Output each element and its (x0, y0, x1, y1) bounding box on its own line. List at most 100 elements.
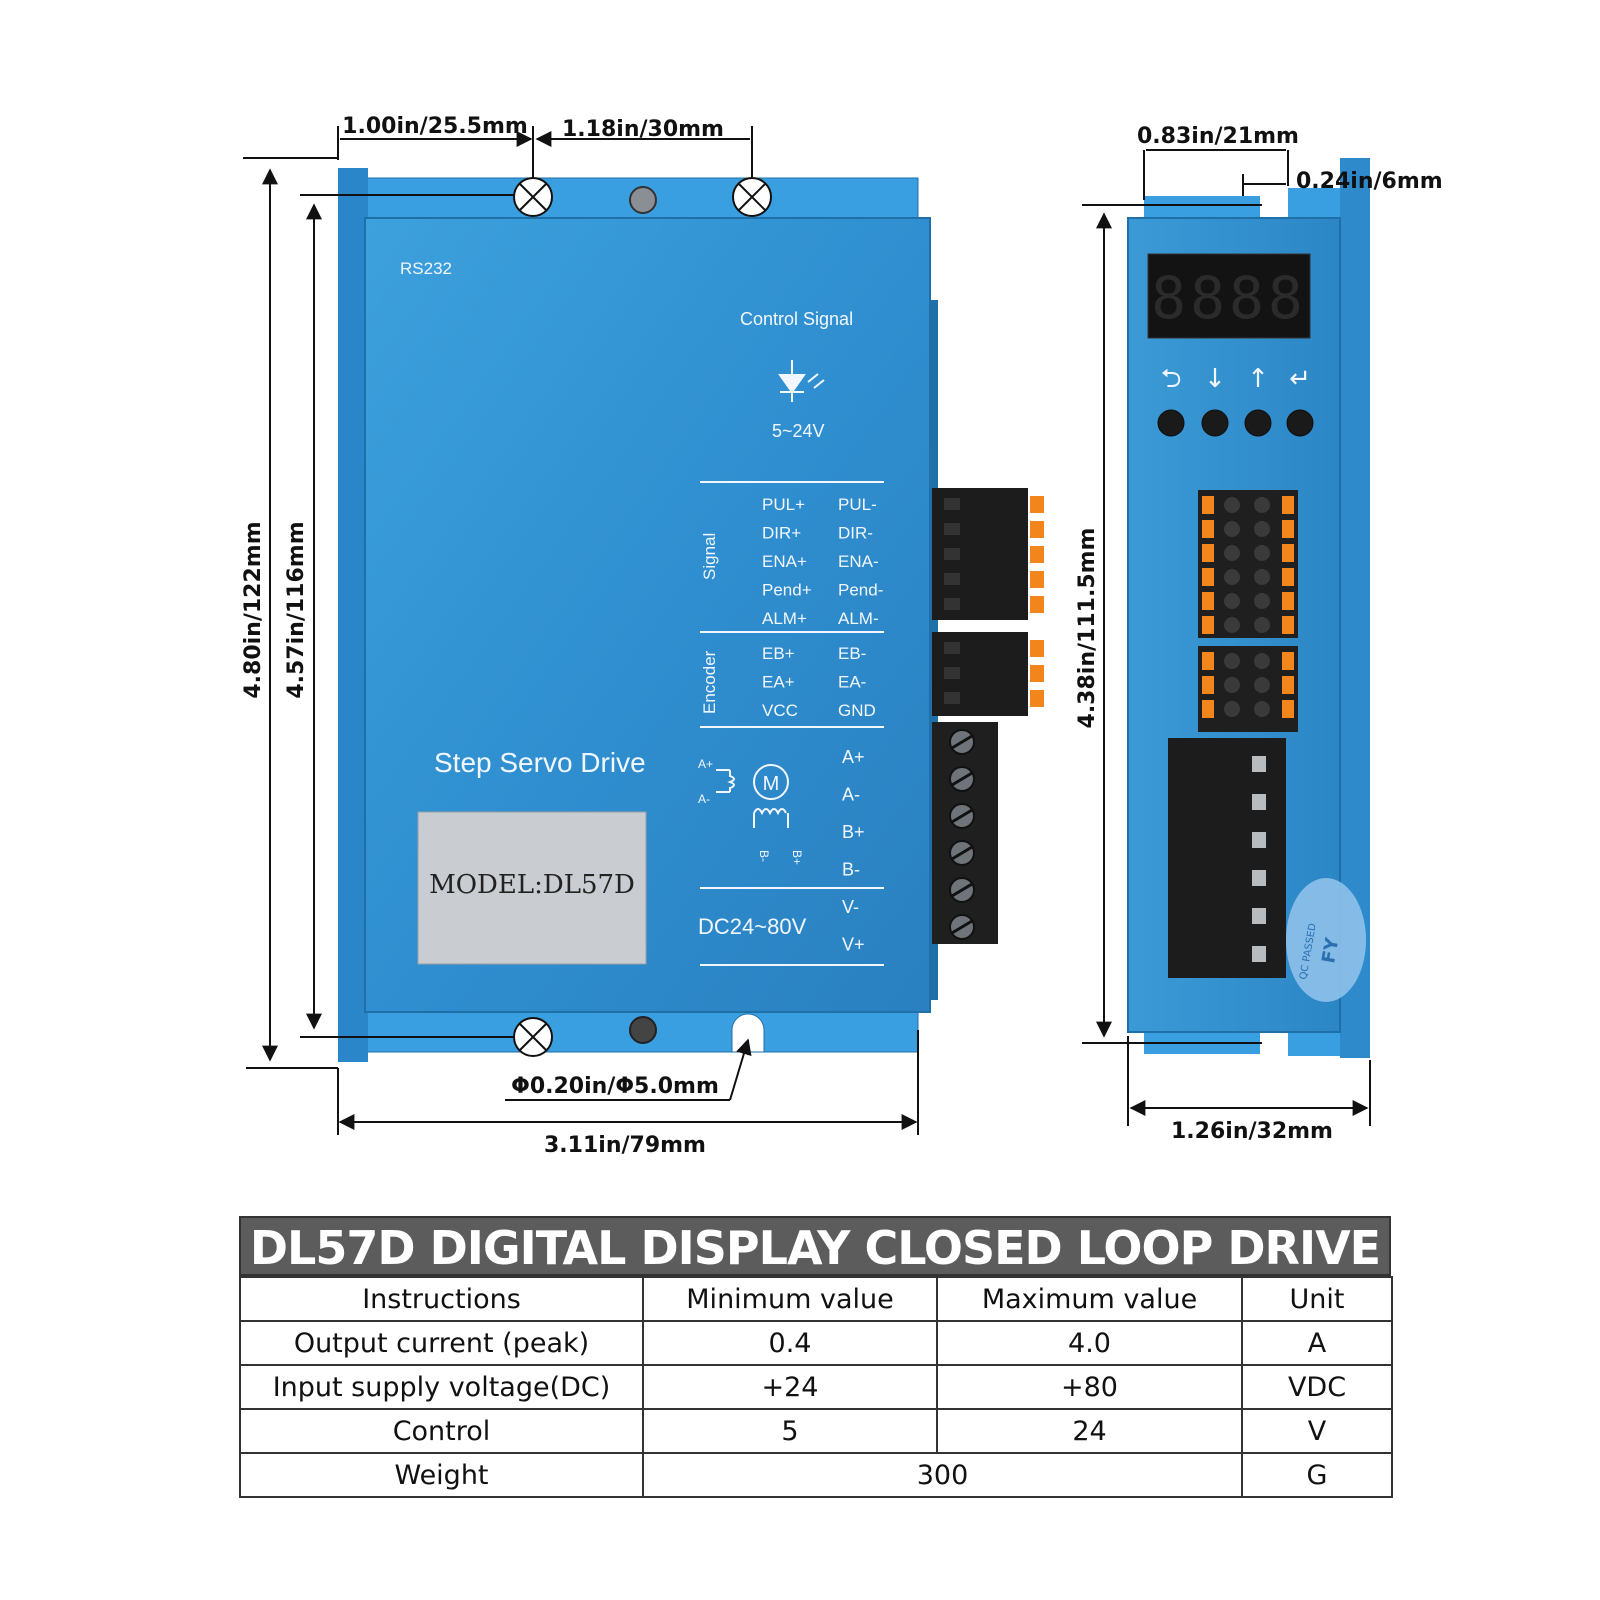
qc-mark-text: FY (1318, 935, 1343, 965)
table-cell: 5 (642, 1408, 938, 1454)
pin-label: PUL+ (762, 495, 805, 514)
connector-tab (1030, 665, 1044, 682)
table-row: Weight 300 G (239, 1452, 1393, 1498)
motor-letter: M (763, 773, 780, 795)
pin-label: B+ (842, 822, 865, 842)
mounting-slot (731, 1013, 765, 1053)
power-terminal-block (932, 722, 998, 944)
table-cell: 0.4 (642, 1320, 938, 1366)
side-rail (338, 168, 368, 1062)
pin-label: Pend+ (762, 581, 812, 600)
side-view: 8888 ⮌↓↑↵ QC PASSED FY (1127, 158, 1370, 1058)
panel-button[interactable] (1244, 409, 1272, 437)
motor-b-minus: B- (757, 850, 771, 862)
spec-table: DL57D DIGITAL DISPLAY CLOSED LOOP DRIVE … (239, 1216, 1393, 1498)
supply-voltage-label: DC24~80V (698, 914, 807, 939)
signal-pin-labels: PUL+PUL-DIR+DIR-ENA+ENA-Pend+Pend-ALM+AL… (762, 495, 883, 628)
encoder-connector (932, 632, 1044, 716)
pin-label: EA- (838, 673, 866, 692)
hole-spacing-mid-label: 1.18in/30mm (562, 117, 724, 142)
pin-label: V- (842, 897, 859, 917)
enter-arrow-icon: ↵ (1289, 364, 1311, 394)
pin-label: ALM- (838, 609, 879, 628)
down-arrow-icon: ↓ (1204, 364, 1226, 394)
terminal-slot (1252, 832, 1266, 848)
terminal-slot (1252, 794, 1266, 810)
pin-label: ALM+ (762, 609, 807, 628)
control-buttons: ⮌↓↑↵ (1157, 364, 1314, 437)
panel-button[interactable] (1286, 409, 1314, 437)
table-cell: 4.0 (936, 1320, 1243, 1366)
side-power-terminal (1168, 738, 1286, 978)
connector-tab (1030, 690, 1044, 707)
connector-tab (1030, 596, 1044, 613)
front-view: RS232 Control Signal 5~24V Signal Encode… (338, 168, 1044, 1062)
table-cell: Control (239, 1408, 644, 1454)
pin-label: EB- (838, 644, 866, 663)
table-cell: VDC (1241, 1364, 1393, 1410)
table-cell: V (1241, 1408, 1393, 1454)
connector-tab (1030, 571, 1044, 588)
display-digits: 8888 (1151, 264, 1307, 332)
pin-label: A+ (842, 747, 865, 767)
side-signal-connector (1198, 490, 1298, 638)
side-height-label: 4.38in/111.5mm (1075, 528, 1100, 729)
top-flange (339, 177, 919, 219)
pin-label: B- (842, 860, 860, 880)
rs232-label: RS232 (400, 259, 452, 278)
side-depth-label: 0.83in/21mm (1137, 124, 1299, 149)
terminal-slot (1252, 946, 1266, 962)
table-cell: Input supply voltage(DC) (239, 1364, 644, 1410)
connector-tab (1030, 640, 1044, 657)
power-pin-labels: A+ A- B+ B- V- V+ (842, 747, 865, 955)
side-width-label: 1.26in/32mm (1171, 1119, 1333, 1144)
pin-label: GND (838, 701, 876, 720)
pin-label: V+ (842, 935, 865, 955)
hole-diameter-label: Φ0.20in/Φ5.0mm (511, 1074, 719, 1099)
pin-label: DIR+ (762, 524, 801, 543)
table-row: Control 5 24 V (239, 1408, 1393, 1454)
table-cell: Output current (peak) (239, 1320, 644, 1366)
control-signal-label: Control Signal (740, 309, 853, 329)
pin-label: EB+ (762, 644, 795, 663)
model-label: MODEL:DL57D (429, 870, 635, 900)
signal-group-label: Signal (700, 533, 719, 580)
side-encoder-connector (1198, 646, 1298, 732)
motor-b-plus: B+ (790, 850, 804, 865)
hole-spacing-left-label: 1.00in/25.5mm (342, 114, 528, 139)
header-cell: Instructions (239, 1276, 644, 1322)
connector-tab (1030, 546, 1044, 563)
panel-button[interactable] (1157, 409, 1185, 437)
header-cell: Unit (1241, 1276, 1393, 1322)
pin-label: Pend- (838, 581, 883, 600)
front-width-label: 3.11in/79mm (544, 1133, 706, 1158)
ground-screw-icon (629, 186, 657, 214)
spec-header-row: Instructions Minimum value Maximum value… (239, 1276, 1393, 1322)
pin-label: DIR- (838, 524, 873, 543)
table-cell: +80 (936, 1364, 1243, 1410)
signal-connector (932, 488, 1044, 620)
table-cell: 300 (642, 1452, 1243, 1498)
motor-symbol-icon (716, 764, 789, 828)
table-cell: Weight (239, 1452, 644, 1498)
up-arrow-icon: ↑ (1247, 364, 1269, 394)
motor-a-minus: A- (698, 792, 710, 806)
encoder-group-label: Encoder (700, 650, 719, 714)
pin-label: VCC (762, 701, 798, 720)
bottom-flange (339, 1011, 919, 1053)
pin-label: ENA- (838, 552, 879, 571)
table-row: Output current (peak) 0.4 4.0 A (239, 1320, 1393, 1366)
led-icon (778, 360, 825, 402)
ground-screw-icon (629, 1016, 657, 1044)
mounting-hole (732, 177, 772, 217)
signal-voltage-label: 5~24V (772, 421, 825, 441)
qc-passed-sticker (1286, 878, 1366, 1002)
terminal-slot (1252, 908, 1266, 924)
panel-button[interactable] (1201, 409, 1229, 437)
pin-label: A- (842, 785, 860, 805)
model-label-sticker (417, 811, 647, 965)
spec-table-title: DL57D DIGITAL DISPLAY CLOSED LOOP DRIVE (239, 1216, 1391, 1276)
front-dimensions (243, 126, 919, 1135)
hole-height-label: 4.57in/116mm (284, 521, 309, 698)
